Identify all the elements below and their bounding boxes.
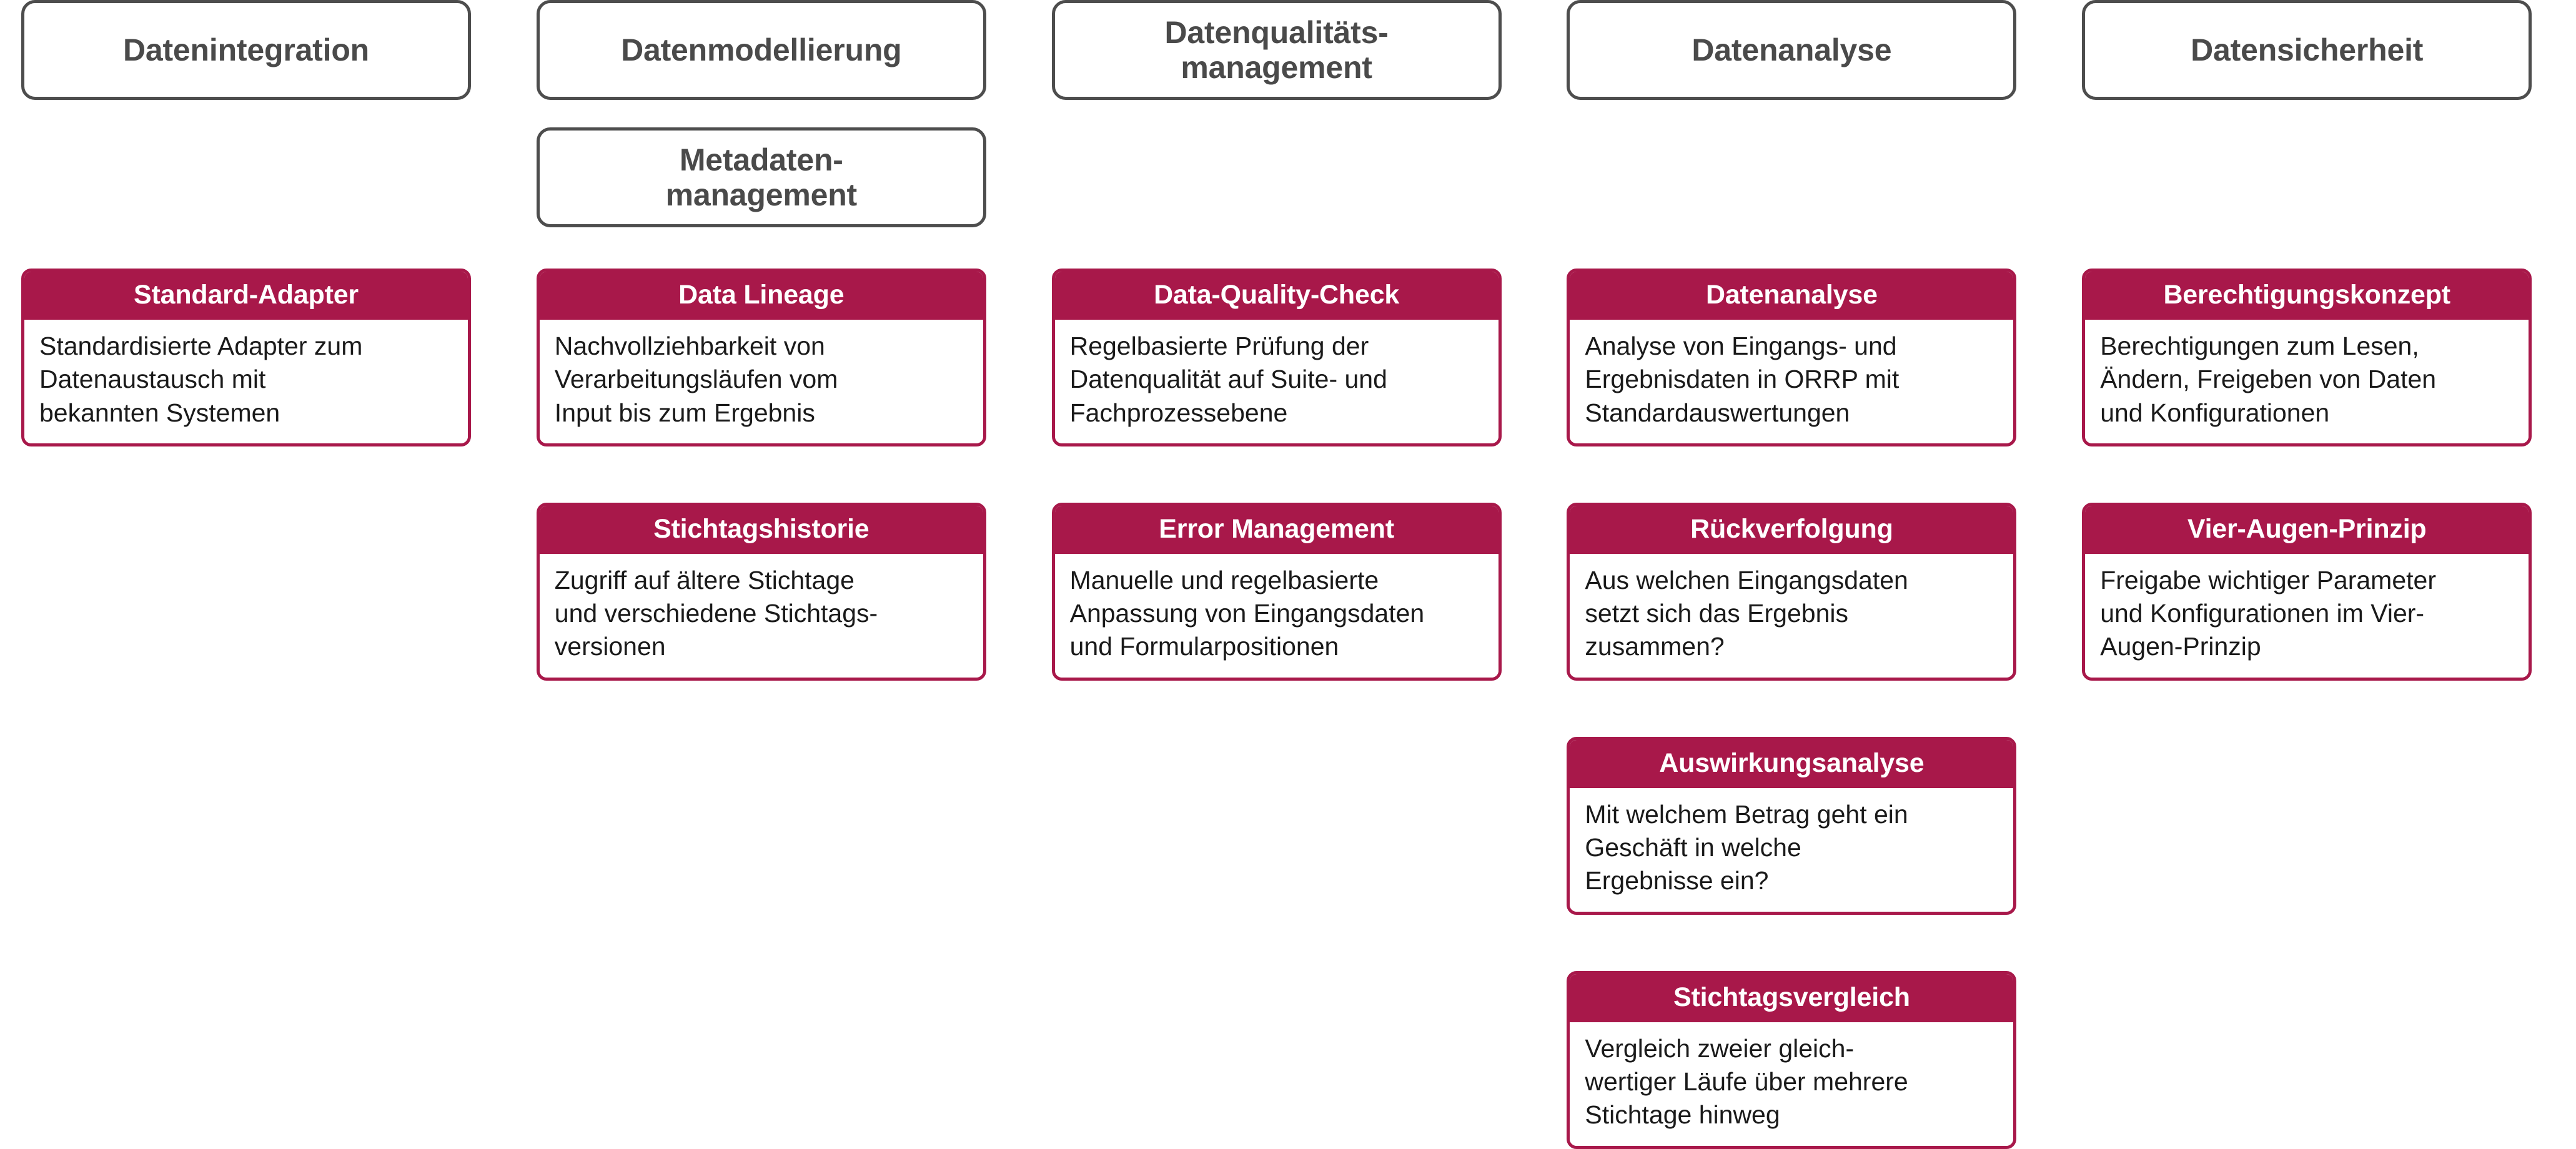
card-description: Berechtigungen zum Lesen, Ändern, Freige… [2085, 320, 2529, 443]
card-title: Stichtagsvergleich [1570, 974, 2014, 1022]
header-box-datenanalyse[interactable]: Datenanalyse [1567, 0, 2017, 100]
card-title: Datenanalyse [1570, 272, 2014, 320]
card-description: Zugriff auf ältere Stichtage und verschi… [539, 553, 983, 678]
card-description: Nachvollziehbarkeit von Verarbeitungsläu… [539, 320, 983, 443]
card-description: Aus welchen Eingangsdaten setzt sich das… [1570, 553, 2014, 678]
card-description: Mit welchem Betrag geht ein Geschäft in … [1570, 787, 2014, 912]
header-box-datensicherheit[interactable]: Datensicherheit [2082, 0, 2532, 100]
card-description: Regelbasierte Prüfung der Datenqualität … [1054, 320, 1499, 443]
header-box-datenqualitaetsmanagement[interactable]: Datenqualitäts- management [1051, 0, 1502, 100]
card-description: Standardisierte Adapter zum Datenaustaus… [24, 320, 468, 443]
column-headers: Datenanalyse [1567, 0, 2017, 100]
header-box-label: Datenintegration [122, 32, 370, 67]
card-title: Error Management [1054, 505, 1499, 554]
header-box-datenintegration[interactable]: Datenintegration [21, 0, 471, 100]
card-title: Standard-Adapter [24, 272, 468, 320]
card-title: Vier-Augen-Prinzip [2085, 505, 2529, 554]
column-headers: Datenintegration [21, 0, 471, 100]
card-description: Freigabe wichtiger Parameter und Konfigu… [2085, 553, 2529, 678]
card-description: Analyse von Eingangs- und Ergebnisdaten … [1570, 320, 2014, 443]
header-box-datenmodellierung[interactable]: Datenmodellierung [536, 0, 986, 100]
card-description: Manuelle und regelbasierte Anpassung von… [1054, 553, 1499, 678]
column-headers: Datenqualitäts- management [1051, 0, 1502, 100]
column-headers: Datensicherheit [2082, 0, 2532, 100]
header-box-label: Metadaten- management [665, 142, 858, 212]
card-title: Berechtigungskonzept [2085, 272, 2529, 320]
card-title: Stichtagshistorie [539, 505, 983, 554]
header-box-label: Datenqualitäts- management [1164, 15, 1389, 85]
card-description: Vergleich zweier gleich- wertiger Läufe … [1570, 1022, 2014, 1146]
header-box-label: Datenmodellierung [621, 32, 902, 67]
header-box-label: Datensicherheit [2191, 32, 2424, 67]
card-title: Data-Quality-Check [1054, 272, 1499, 320]
card-title: Auswirkungsanalyse [1570, 739, 2014, 788]
card-title: Data Lineage [539, 272, 983, 320]
header-box-datenmodellierung-2[interactable]: Metadaten- management [536, 127, 986, 227]
card-title: Rückverfolgung [1570, 505, 2014, 554]
header-box-label: Datenanalyse [1692, 32, 1892, 67]
